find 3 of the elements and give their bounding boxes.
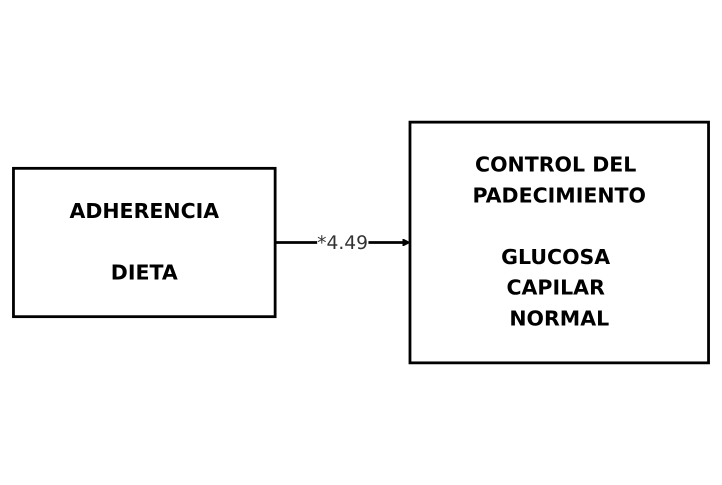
node-box (12, 166, 277, 318)
diagram: *4.49 ADHERENCIA DIETA CONTROL DEL PADECIMIENTO GLUCOSA CAPILAR NORMAL (6, 5, 716, 480)
node-box (408, 120, 710, 364)
